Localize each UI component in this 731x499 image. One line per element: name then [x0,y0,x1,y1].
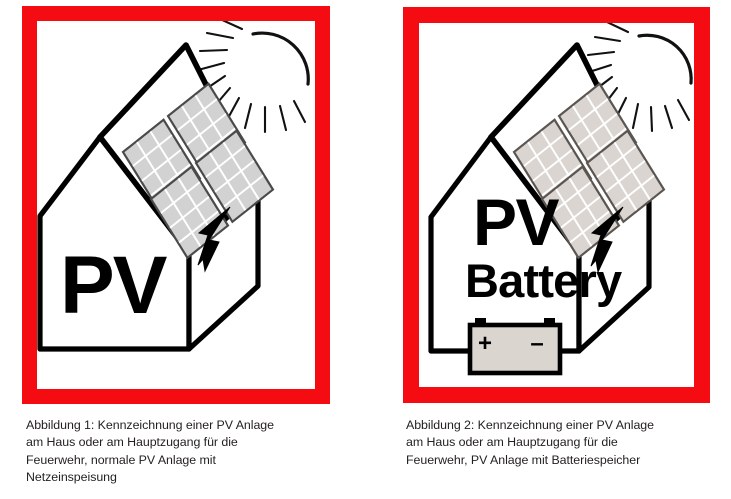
lightning-bolt-icon [197,206,231,273]
figure-2-caption: Abbildung 2: Kennzeichnung einer PV Anla… [406,418,654,467]
pv-sign-2: PV Battery + – [403,7,710,403]
battery-minus-label: – [530,330,543,357]
house-label-pv-2: PV [473,185,560,259]
pv-sign-artwork-1: PV [37,21,310,352]
figure-1-caption: Abbildung 1: Kennzeichnung einer PV Anla… [26,418,274,485]
battery-icon: + – [467,318,563,376]
solar-panel-array-icon [512,82,666,260]
figure-2-sign: PV Battery + – [403,7,710,403]
sign-inner-1: PV [37,21,315,389]
house-label-battery-2: Battery [465,254,622,307]
battery-plus-label: + [478,330,492,357]
sun-icon [196,21,310,134]
house-label-pv-1: PV [60,240,168,331]
pv-sign-1: PV [22,6,330,404]
lightning-bolt-icon [590,206,624,274]
sign-inner-2: PV Battery + – [419,23,694,387]
figure-1-sign: PV [22,6,330,404]
pv-sign-artwork-2: PV Battery + – [428,23,693,376]
